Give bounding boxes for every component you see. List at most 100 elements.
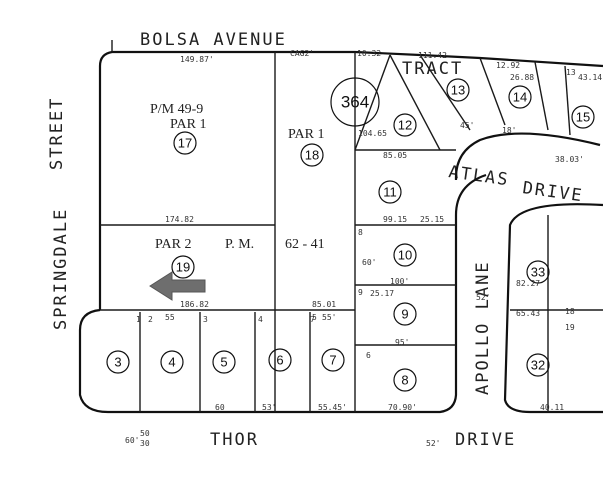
svg-text:26.88: 26.88 xyxy=(510,73,534,82)
svg-text:4: 4 xyxy=(168,355,175,370)
svg-text:2: 2 xyxy=(148,315,153,324)
svg-text:32: 32 xyxy=(531,358,545,373)
svg-text:60: 60 xyxy=(215,403,225,412)
svg-text:43.14: 43.14 xyxy=(578,73,602,82)
lot-4[interactable]: 4 xyxy=(160,350,184,374)
svg-text:8: 8 xyxy=(358,228,363,237)
svg-text:7: 7 xyxy=(310,315,315,324)
street-label: STREET xyxy=(47,97,67,170)
lot-3[interactable]: 3 xyxy=(106,350,130,374)
lot-10[interactable]: 10 xyxy=(393,243,417,267)
lot-14[interactable]: 14 xyxy=(508,85,532,109)
svg-text:85.01: 85.01 xyxy=(312,300,336,309)
svg-text:13: 13 xyxy=(451,83,465,98)
lot-6[interactable]: 6 xyxy=(268,348,292,372)
svg-text:174.82: 174.82 xyxy=(165,215,194,224)
lot-12[interactable]: 12 xyxy=(393,113,417,137)
svg-text:186.82: 186.82 xyxy=(180,300,209,309)
svg-text:33: 33 xyxy=(531,265,545,280)
svg-text:9: 9 xyxy=(401,307,408,322)
svg-text:18: 18 xyxy=(305,148,319,163)
lot-33[interactable]: 33 xyxy=(526,260,550,284)
svg-text:60': 60' xyxy=(125,436,139,445)
lot-11[interactable]: 11 xyxy=(378,180,402,204)
svg-text:149.87': 149.87' xyxy=(180,55,214,64)
svg-text:5: 5 xyxy=(220,355,227,370)
svg-text:10: 10 xyxy=(398,248,412,263)
thor-drive-label: DRIVE xyxy=(455,430,516,450)
svg-text:38.03': 38.03' xyxy=(555,155,584,164)
bolsa-avenue-label: BOLSA AVENUE xyxy=(140,30,287,50)
svg-text:3: 3 xyxy=(114,355,121,370)
springdale-label: SPRINGDALE xyxy=(51,208,71,330)
svg-text:1: 1 xyxy=(136,315,141,324)
svg-text:9: 9 xyxy=(358,288,363,297)
lot-7[interactable]: 7 xyxy=(321,348,345,372)
svg-text:7: 7 xyxy=(329,353,336,368)
svg-text:53': 53' xyxy=(262,403,276,412)
east-block-boundary xyxy=(503,203,603,414)
svg-text:11: 11 xyxy=(383,185,397,200)
svg-text:70.90': 70.90' xyxy=(388,403,417,412)
lot-13[interactable]: 13 xyxy=(446,78,470,102)
svg-text:15: 15 xyxy=(576,110,590,125)
svg-text:3: 3 xyxy=(203,315,208,324)
svg-text:99.15: 99.15 xyxy=(383,215,407,224)
lot-32[interactable]: 32 xyxy=(526,353,550,377)
svg-text:14: 14 xyxy=(513,90,527,105)
atlas-drive-curve xyxy=(454,132,601,181)
svg-text:52': 52' xyxy=(476,293,490,302)
pm-number-label: 62 - 41 xyxy=(285,237,325,252)
svg-text:4: 4 xyxy=(258,315,263,324)
par2-label: PAR 2 xyxy=(155,237,191,252)
svg-text:111.42: 111.42 xyxy=(418,51,447,60)
svg-text:18': 18' xyxy=(502,126,516,135)
tract-label: TRACT xyxy=(402,59,463,79)
thor-label: THOR xyxy=(210,430,259,450)
pm-49-9-label: P/M 49-9 xyxy=(150,102,203,117)
svg-text:82.27: 82.27 xyxy=(516,279,540,288)
atlas-drive-label: DRIVE xyxy=(521,178,584,206)
measurements: 149.87' CAG2' 10.32 111.42 12.92 26.88 1… xyxy=(125,49,602,448)
svg-text:12.92: 12.92 xyxy=(496,61,520,70)
svg-text:18: 18 xyxy=(565,307,575,316)
svg-text:17: 17 xyxy=(178,136,192,151)
svg-text:85.05: 85.05 xyxy=(383,151,407,160)
svg-text:30: 30 xyxy=(140,439,150,448)
apollo-lane-label: APOLLO LANE xyxy=(473,260,493,395)
lot-19[interactable]: 19 xyxy=(171,255,195,279)
svg-text:50: 50 xyxy=(140,429,150,438)
map-number-circle xyxy=(330,77,380,127)
svg-text:95': 95' xyxy=(395,338,409,347)
pm-label: P. M. xyxy=(225,237,254,252)
lot-18[interactable]: 18 xyxy=(300,143,324,167)
svg-text:100': 100' xyxy=(390,277,409,286)
svg-text:CAG2': CAG2' xyxy=(290,49,314,58)
svg-text:25.15: 25.15 xyxy=(420,215,444,224)
lot-15[interactable]: 15 xyxy=(571,105,595,129)
svg-text:13: 13 xyxy=(566,68,576,77)
lot-5[interactable]: 5 xyxy=(212,350,236,374)
svg-text:19: 19 xyxy=(565,323,575,332)
svg-text:52': 52' xyxy=(426,439,440,448)
par1-left-label: PAR 1 xyxy=(170,117,206,132)
lot-9[interactable]: 9 xyxy=(393,302,417,326)
svg-text:5: 5 xyxy=(312,313,317,322)
svg-text:55.45': 55.45' xyxy=(318,403,347,412)
svg-text:10.32: 10.32 xyxy=(357,49,381,58)
par1-right-label: PAR 1 xyxy=(288,127,324,142)
svg-text:6: 6 xyxy=(366,351,371,360)
lot-17[interactable]: 17 xyxy=(173,131,197,155)
svg-text:60': 60' xyxy=(362,258,376,267)
svg-text:6: 6 xyxy=(276,353,283,368)
svg-text:45': 45' xyxy=(460,121,474,130)
map-number: 364 xyxy=(341,93,369,112)
lot-8[interactable]: 8 xyxy=(393,368,417,392)
left-arrow-icon xyxy=(149,271,206,301)
svg-text:65.43: 65.43 xyxy=(516,309,540,318)
svg-text:104.65: 104.65 xyxy=(358,129,387,138)
svg-text:19: 19 xyxy=(176,260,190,275)
svg-text:55': 55' xyxy=(322,313,336,322)
svg-text:12: 12 xyxy=(398,118,412,133)
